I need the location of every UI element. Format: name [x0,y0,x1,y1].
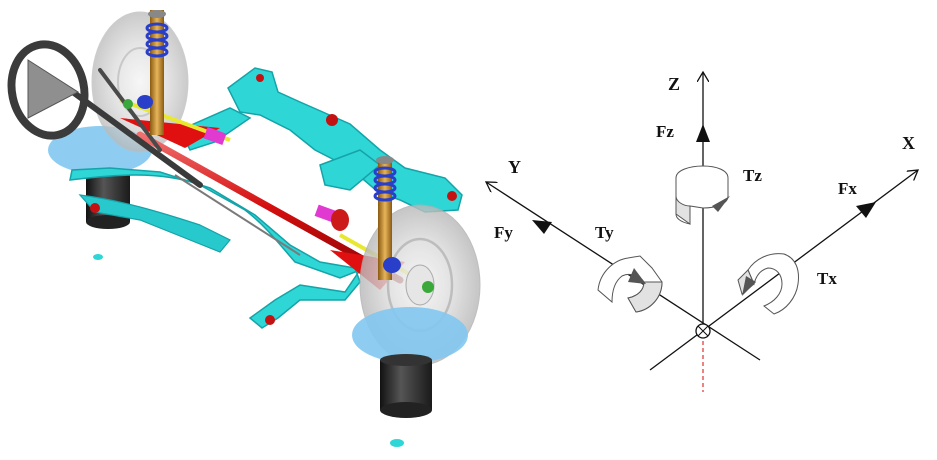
left-spring [145,22,169,58]
fz-label: Fz [656,122,674,141]
x-axis-label: X [902,133,915,153]
steering-wheel-hub [27,59,79,119]
tz-torque-icon [675,165,730,225]
fx-label: Fx [838,179,857,198]
right-wheel-support [352,307,468,447]
steering-wheel [7,40,89,140]
coordinate-system: Z Y X Fz Fy Fx Tz Ty Tx [486,72,918,392]
bushings [203,126,349,231]
y-axis-label: Y [508,157,521,177]
ty-label: Ty [595,223,614,242]
tx-label: Tx [817,269,837,288]
fz-arrowhead [696,124,710,142]
right-spring [373,166,397,202]
left-strut [123,10,169,135]
steering-wheel-assembly [7,40,203,188]
fy-label: Fy [494,223,513,242]
tx-torque-icon [737,253,799,315]
fx-arrowhead [856,202,876,218]
right-contact-patch [352,307,468,363]
ty-torque-icon [597,255,663,313]
z-axis-label: Z [668,74,680,94]
steering-suspension-model [7,10,481,447]
origin-marker [695,323,711,339]
right-strut [373,156,434,293]
tz-label: Tz [743,166,762,185]
fy-arrowhead [532,220,552,234]
